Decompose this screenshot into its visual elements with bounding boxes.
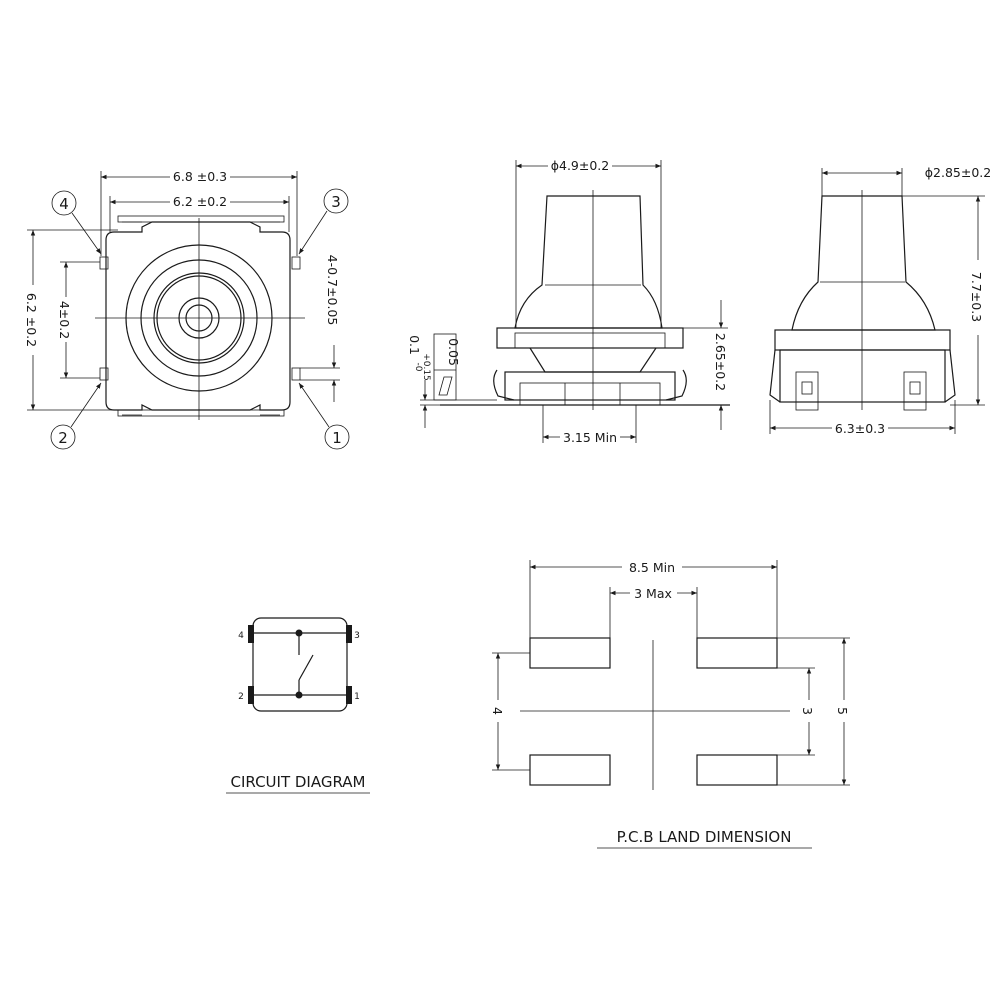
body-edges	[122, 221, 280, 416]
pcb-title: P.C.B LAND DIMENSION	[617, 828, 792, 846]
side-terminals	[769, 349, 956, 403]
side-pin-right-inner	[909, 381, 921, 395]
dim-standoff-tol-minus: -0	[413, 363, 423, 372]
dim-front-height: 2.65±0.2	[713, 333, 728, 391]
leader-line	[71, 212, 102, 255]
dim-gap: 3 Max	[634, 586, 672, 601]
land-pad-top-left	[529, 637, 611, 669]
pin-balloon-1	[324, 424, 350, 450]
side-actuator-outline	[791, 195, 936, 331]
side-pin-left	[795, 371, 819, 411]
side-view: ϕ2.85±0.2 7.7±0.3 6.3±0.3	[769, 165, 991, 436]
pin-balloon-3	[323, 188, 349, 214]
land-pad-bottom-left	[529, 754, 611, 786]
pin-1-label: 1	[332, 429, 342, 447]
flatness-symbol-icon	[438, 376, 453, 396]
pad-1	[346, 686, 352, 704]
junction-bottom	[295, 691, 303, 699]
dim-standoff-tol-plus: +0.15	[421, 353, 431, 381]
pin-4-label: 4	[59, 195, 69, 213]
circuit-pin-2: 2	[238, 692, 244, 702]
switch-contact	[298, 654, 314, 681]
pin-2-label: 2	[58, 429, 68, 447]
housing-base	[504, 371, 676, 401]
lead-3	[291, 256, 301, 270]
dim-actuator-dia: ϕ4.9±0.2	[551, 158, 609, 173]
dim-height: 6.2 ±0.2	[24, 293, 39, 347]
dim-side-height: 7.7±0.3	[969, 272, 984, 322]
pad-2	[248, 686, 254, 704]
front-view: ϕ4.9±0.2 2.65±0.2 3.15 Min 0.1 +0.15 -0 …	[407, 158, 730, 445]
pin-balloon-4	[51, 190, 77, 216]
dim-side-actuator-dia: ϕ2.85±0.2	[925, 165, 991, 180]
dim-standoff: 0.1	[407, 335, 422, 355]
circuit-pin-1: 1	[354, 692, 360, 702]
housing-inner	[514, 332, 666, 349]
lead-4	[99, 256, 109, 270]
actuator-outline	[514, 195, 663, 329]
terminal-bends	[493, 369, 687, 401]
bottom-flange	[117, 409, 285, 417]
side-pin-right	[903, 371, 927, 411]
junction-top	[295, 629, 303, 637]
lead-2	[99, 367, 109, 381]
housing-top	[496, 327, 684, 349]
leader-line	[298, 382, 330, 428]
top-view: 6.8 ±0.3 6.2 ±0.2 6.2 ±0.2 4±0.2 4-0.7±0…	[24, 169, 350, 450]
circuit-pin-3: 3	[354, 631, 360, 641]
pcb-land: 8.5 Min 3 Max 4 3 5 P.C.B LAND DIMENSION	[490, 560, 850, 849]
dim-pitch: 4±0.2	[57, 301, 72, 339]
pad-3	[346, 625, 352, 643]
pin-3-label: 3	[331, 193, 341, 211]
dim-width-outer: 6.8 ±0.3	[173, 169, 227, 184]
side-housing-top	[774, 329, 951, 351]
flatness-value: 0.05	[446, 338, 461, 366]
dim-width-inner: 6.2 ±0.2	[173, 194, 227, 209]
circuit-title: CIRCUIT DIAGRAM	[231, 773, 366, 791]
leader-line	[70, 382, 102, 428]
land-pad-bottom-right	[696, 754, 778, 786]
dim-right-outer: 5	[835, 707, 850, 715]
pin-balloon-2	[50, 424, 76, 450]
side-pin-left-inner	[801, 381, 813, 395]
circuit-pin-4: 4	[238, 631, 244, 641]
switch-body-outline	[105, 221, 291, 411]
land-pad-top-right	[696, 637, 778, 669]
dim-lead: 4-0.7±0.05	[325, 255, 340, 326]
dim-bottom: 3.15 Min	[563, 430, 617, 445]
flatness-frame	[433, 333, 457, 401]
pad-4	[248, 625, 254, 643]
leader-line	[298, 210, 328, 255]
side-housing-body	[779, 349, 946, 403]
base-detail	[519, 382, 661, 406]
circuit-outline	[252, 617, 348, 712]
circuit-diagram: 4 3 2 1 CIRCUIT DIAGRAM	[226, 617, 370, 794]
dim-left: 4	[490, 707, 505, 715]
dim-side-width: 6.3±0.3	[835, 421, 885, 436]
top-flange	[117, 215, 285, 223]
dim-right-inner: 3	[800, 707, 815, 715]
lead-1	[291, 367, 301, 381]
dim-overall: 8.5 Min	[629, 560, 675, 575]
